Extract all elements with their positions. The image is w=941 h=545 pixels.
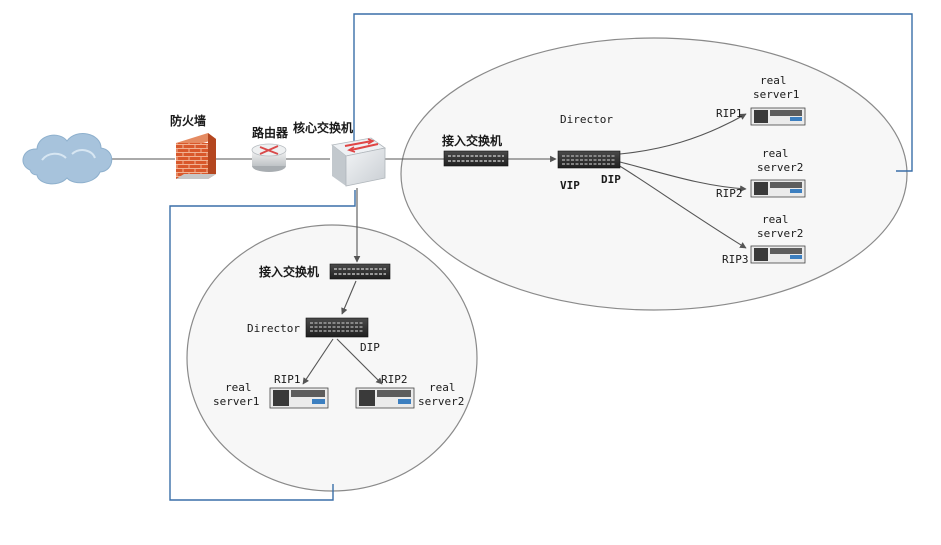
firewall-icon (176, 133, 216, 179)
real-server2-left-icon (355, 387, 415, 409)
dip-right-label: DIP (601, 173, 621, 186)
director-right-label: Director (560, 113, 613, 126)
router-label: 路由器 (252, 125, 289, 140)
director-to-rip2-link (619, 161, 747, 192)
director-left-icon (305, 317, 369, 338)
real-server2-right-label-line1: real (762, 147, 789, 160)
router-icon (251, 143, 287, 172)
director-left-label: Director (247, 322, 300, 335)
top-loop-link (353, 13, 913, 172)
access-switch-right-icon (443, 150, 509, 167)
director-to-rip3-link (617, 164, 747, 249)
real-server2-right-label-line2: server2 (757, 161, 803, 174)
real-server1-right-label-line1: real (760, 74, 787, 87)
right-cluster-area (400, 37, 908, 311)
access-switch-left-icon (329, 263, 391, 280)
director-to-rip2-left-link (336, 338, 383, 385)
real-server1-left-icon (269, 387, 329, 409)
rip1-left-label: RIP1 (274, 373, 301, 386)
real-server3-right-label-line2: server2 (757, 227, 803, 240)
real-server1-right-icon (750, 107, 806, 126)
rip1-right-label: RIP1 (716, 107, 743, 120)
access-to-director-left-link (341, 280, 357, 315)
director-to-rip1-left-link (302, 338, 334, 385)
link-lines (169, 13, 913, 501)
core-switch-icon (331, 137, 386, 187)
internet-cloud-icon (22, 133, 113, 185)
real-server3-right-icon (750, 245, 806, 264)
rip2-right-label: RIP2 (716, 187, 743, 200)
dip-left-label: DIP (360, 341, 380, 354)
real-server1-left-label-line2: server1 (213, 395, 259, 408)
rip2-left-label: RIP2 (381, 373, 408, 386)
real-server2-right-icon (750, 179, 806, 198)
rip3-right-label: RIP3 (722, 253, 749, 266)
real-server2-left-label-line1: real (429, 381, 456, 394)
bottom-loop-link (169, 190, 356, 501)
director-to-rip1-link (619, 113, 747, 155)
access-switch-right-label: 接入交换机 (442, 133, 502, 148)
real-server2-left-label-line2: server2 (418, 395, 464, 408)
connection-lines (110, 113, 747, 385)
firewall-label: 防火墙 (170, 113, 206, 128)
director-right-icon (557, 150, 621, 169)
access-switch-left-label: 接入交换机 (259, 264, 319, 279)
core-switch-label: 核心交换机 (293, 120, 353, 135)
vip-label: VIP (560, 179, 580, 192)
left-cluster-area (186, 224, 478, 492)
real-server1-left-label-line1: real (225, 381, 252, 394)
real-server1-right-label-line2: server1 (753, 88, 799, 101)
real-server3-right-label-line1: real (762, 213, 789, 226)
